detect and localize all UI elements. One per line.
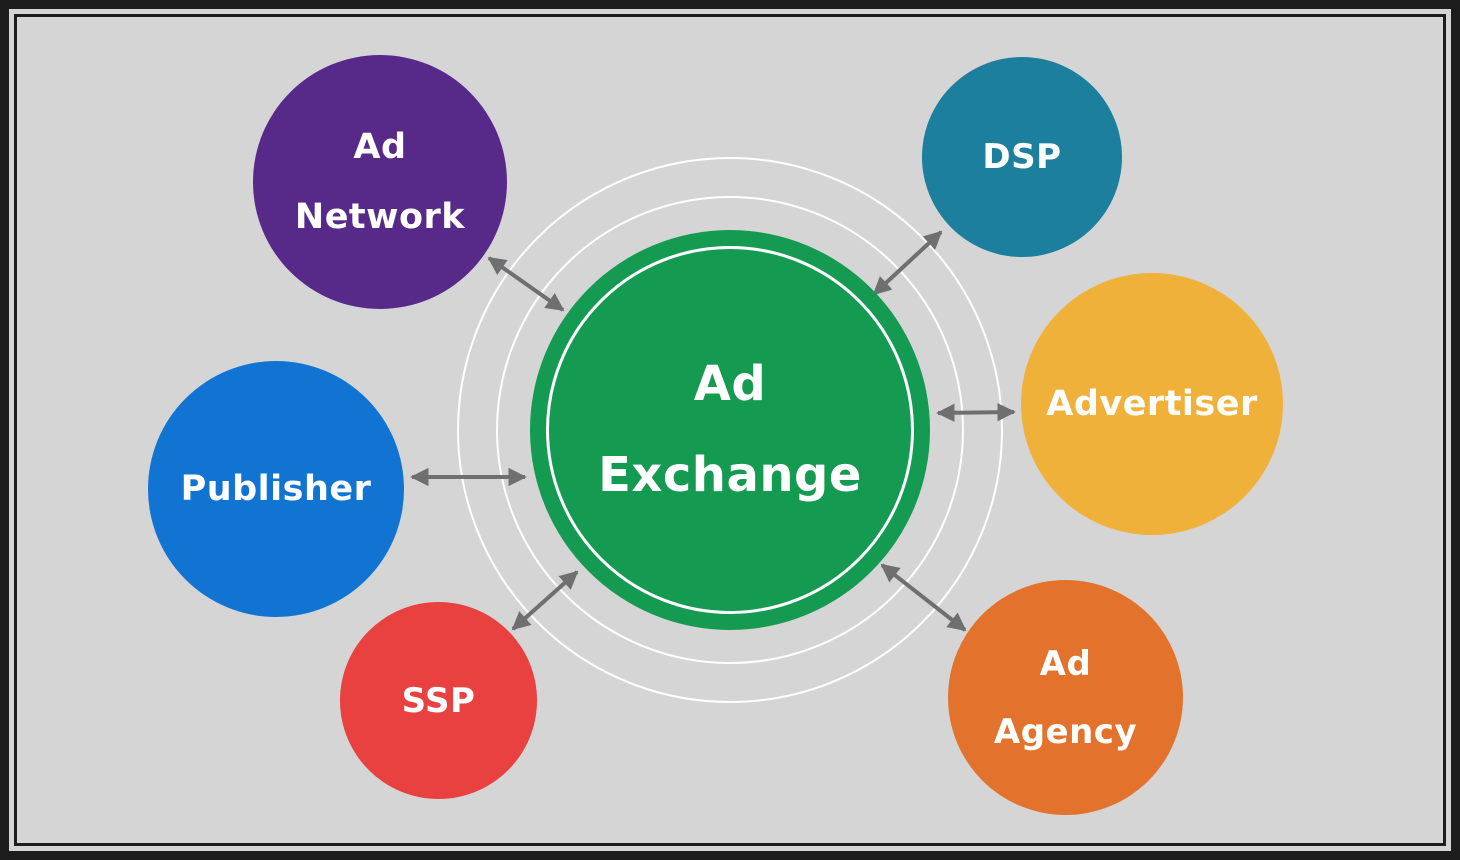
node-label-line: Ad (1039, 643, 1092, 684)
arrow-ssp (511, 570, 579, 631)
node-label-line: Publisher (180, 469, 372, 509)
arrow-advertiser (936, 403, 1016, 422)
node-ad-network: Ad Network (253, 55, 507, 309)
node-dsp: DSP (922, 57, 1122, 257)
orbit-ring-outer (457, 157, 1003, 703)
node-advertiser: Advertiser (1021, 273, 1283, 535)
orbit-ring-inner (496, 196, 964, 664)
arrow-ad-network (487, 256, 565, 312)
node-ssp: SSP (340, 602, 537, 799)
node-label-line: Advertiser (1046, 384, 1258, 424)
node-label-line: Exchange (598, 447, 862, 503)
arrow-dsp (872, 230, 943, 296)
node-label-line: Ad (693, 355, 767, 412)
node-ad-agency: Ad Agency (948, 580, 1183, 815)
node-ad-exchange: Ad Exchange (530, 230, 930, 630)
node-publisher: Publisher (148, 361, 404, 617)
node-label-line: DSP (982, 137, 1062, 177)
node-label-line: Agency (993, 711, 1138, 752)
arrow-ad-agency (880, 563, 967, 632)
node-label-line: SSP (401, 680, 476, 721)
node-label-line: Ad (353, 127, 407, 167)
node-label-line: Network (294, 197, 466, 237)
